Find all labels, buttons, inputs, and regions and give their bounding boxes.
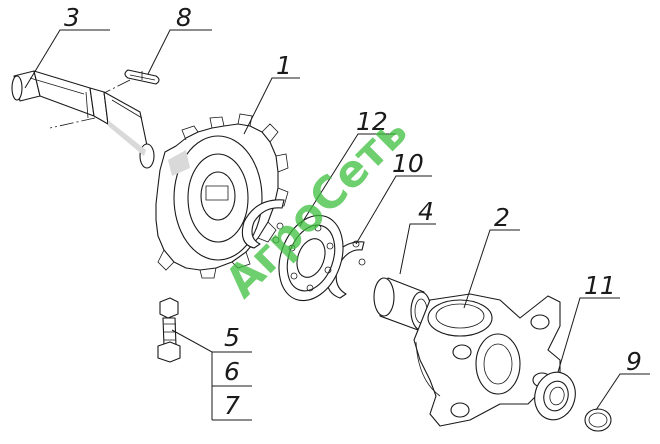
part-2-housing <box>413 293 561 427</box>
part-3-shaft <box>11 70 155 169</box>
callout-11: 11 <box>584 271 616 300</box>
callout-12: 12 <box>356 107 388 136</box>
callout-8: 8 <box>176 3 192 32</box>
callout-4: 4 <box>418 197 434 226</box>
part-12-bearing <box>278 214 344 302</box>
leader-lines <box>24 29 650 421</box>
callout-9: 9 <box>626 347 642 376</box>
part-9-snap-ring <box>584 408 612 432</box>
callout-7: 7 <box>224 391 240 420</box>
callout-10: 10 <box>392 149 424 178</box>
callout-2: 2 <box>494 203 510 232</box>
part-11-small-bearing <box>534 371 576 421</box>
callout-6: 6 <box>224 357 240 386</box>
callout-labels: 3 8 1 12 10 4 2 11 9 5 6 7 <box>64 3 642 420</box>
part-5-6-7-bolt-assembly <box>157 297 181 363</box>
callout-3: 3 <box>64 3 80 32</box>
part-8-key <box>124 69 160 85</box>
callout-5: 5 <box>224 323 240 352</box>
callout-1: 1 <box>276 51 292 80</box>
